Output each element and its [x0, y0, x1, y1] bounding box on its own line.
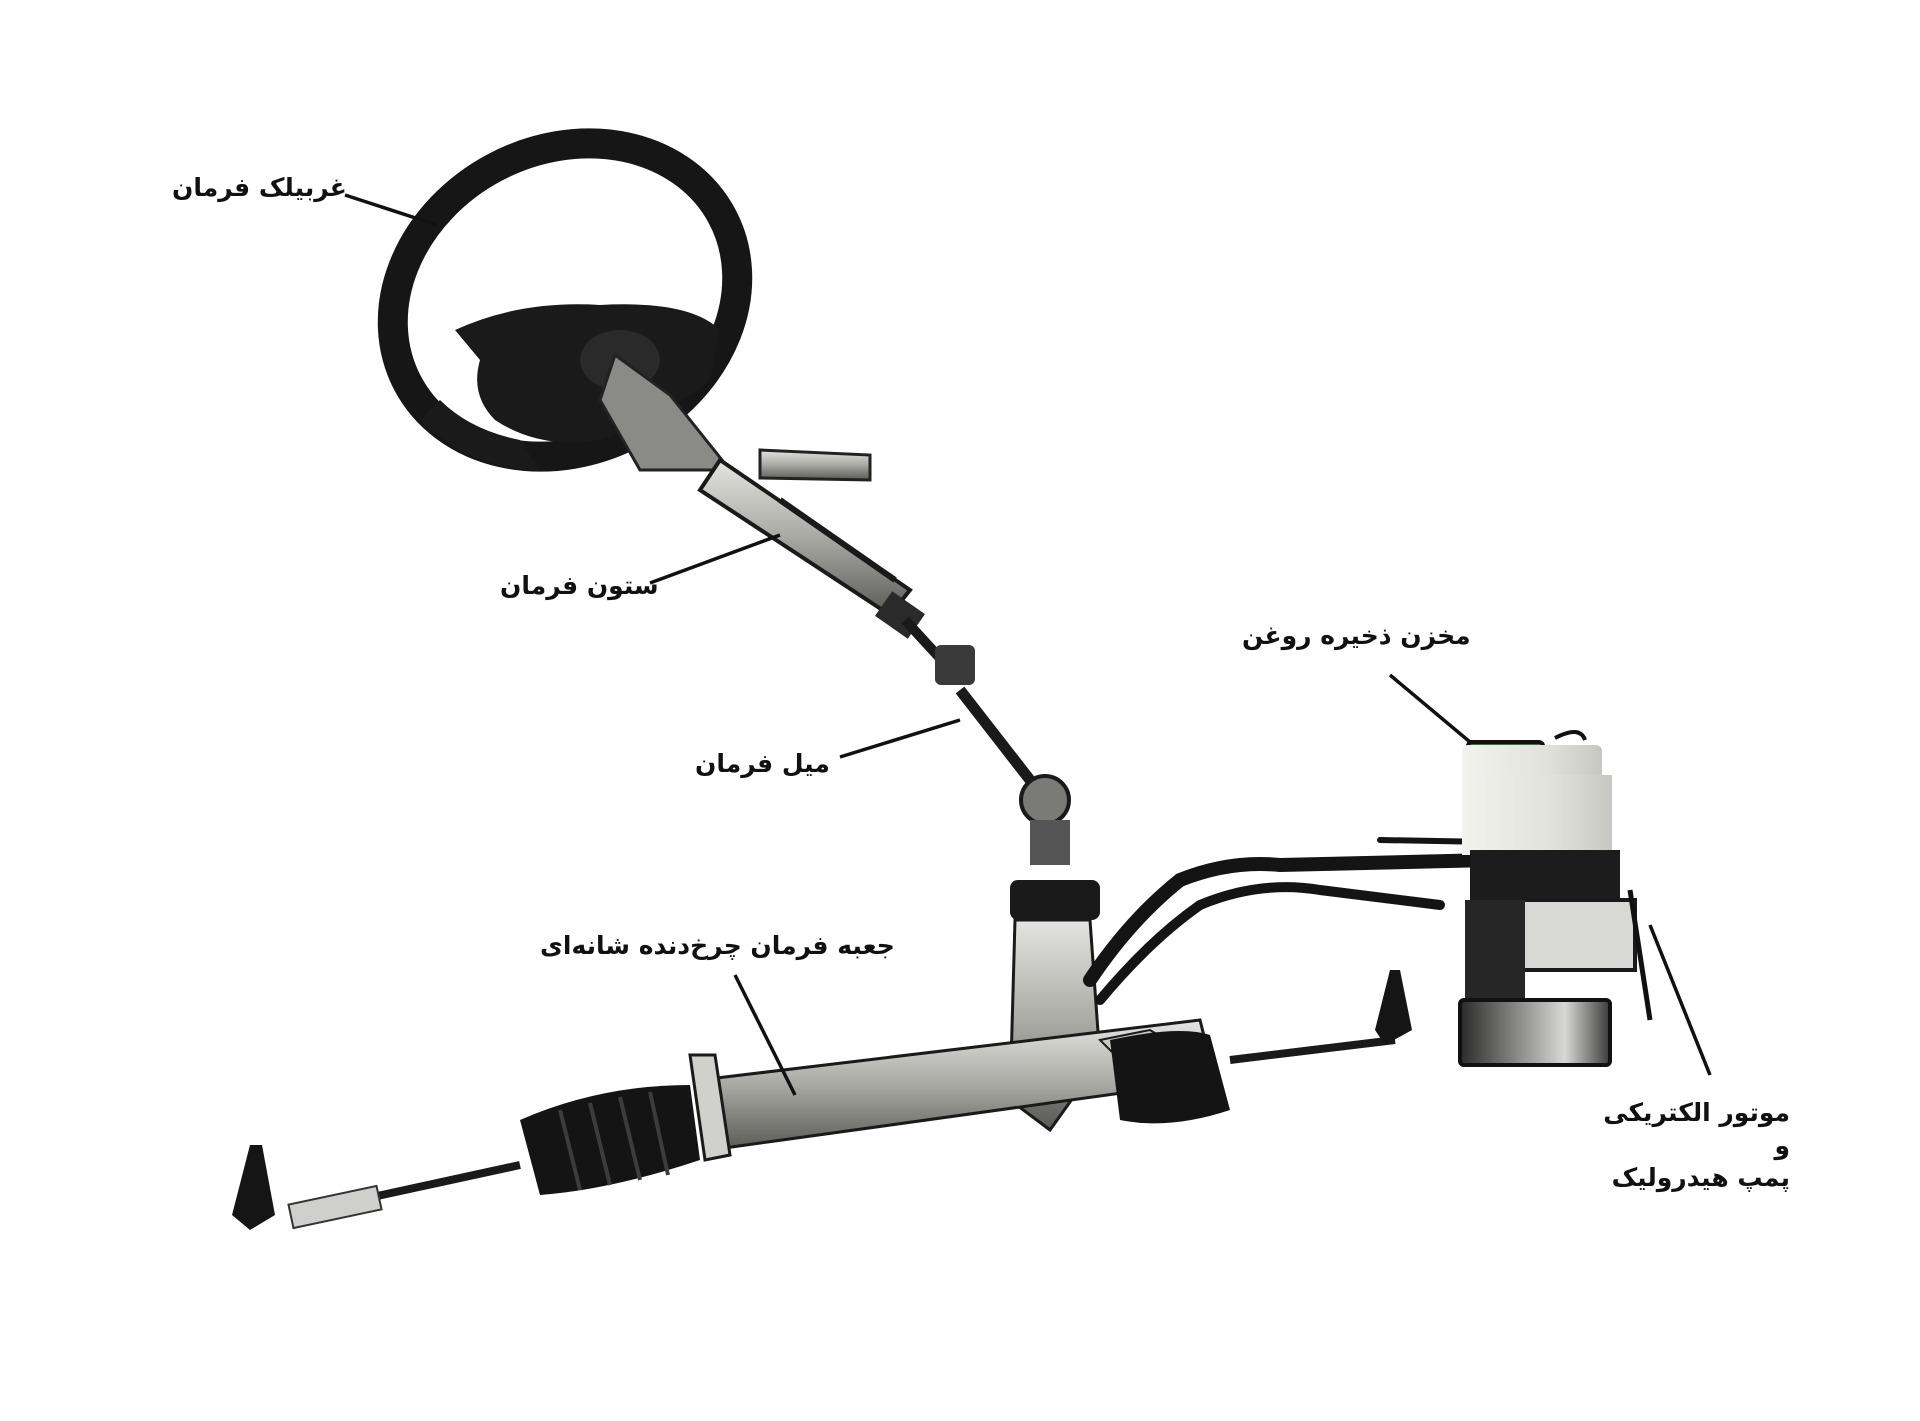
oil-reservoir-graphic: [1462, 730, 1612, 855]
label-motor-pump-line-1: موتور الکتریکی و: [1603, 1098, 1790, 1160]
leader-line-steering-column: [649, 533, 781, 585]
leader-line-motor-pump: [1648, 924, 1712, 1076]
label-steering-column: ستون فرمان: [500, 571, 659, 600]
label-steering-shaft: میل فرمان: [695, 749, 830, 778]
label-steering-wheel: غربیلک فرمان: [172, 173, 347, 202]
hydraulic-hoses-graphic: [1083, 837, 1497, 1005]
label-oil-reservoir: مخزن ذخیره روغن: [1242, 621, 1471, 650]
leader-lines: [344, 193, 1712, 1096]
steering-shaft-graphic: [901, 616, 1100, 920]
label-motor-pump-line-2: پمپ هیدرولیک: [1611, 1163, 1790, 1192]
motor-pump-graphic: [1458, 850, 1653, 1067]
steering-wheel-graphic: [377, 128, 753, 472]
right-tie-rod-graphic: [1110, 970, 1412, 1124]
leader-line-steering-shaft: [839, 718, 961, 759]
rack-housing-graphic: [688, 918, 1217, 1162]
steering-column-graphic: [598, 352, 925, 639]
label-rack-and-pinion: جعبه فرمان چرخ‌دنده شانه‌ای: [540, 931, 895, 960]
label-motor-pump: موتور الکتریکی و پمپ هیدرولیک: [1585, 1097, 1790, 1195]
leader-line-reservoir: [1388, 673, 1472, 744]
left-tie-rod-graphic: [232, 1085, 700, 1230]
leader-line-steering-wheel: [344, 193, 438, 227]
leader-line-rack: [733, 974, 797, 1096]
